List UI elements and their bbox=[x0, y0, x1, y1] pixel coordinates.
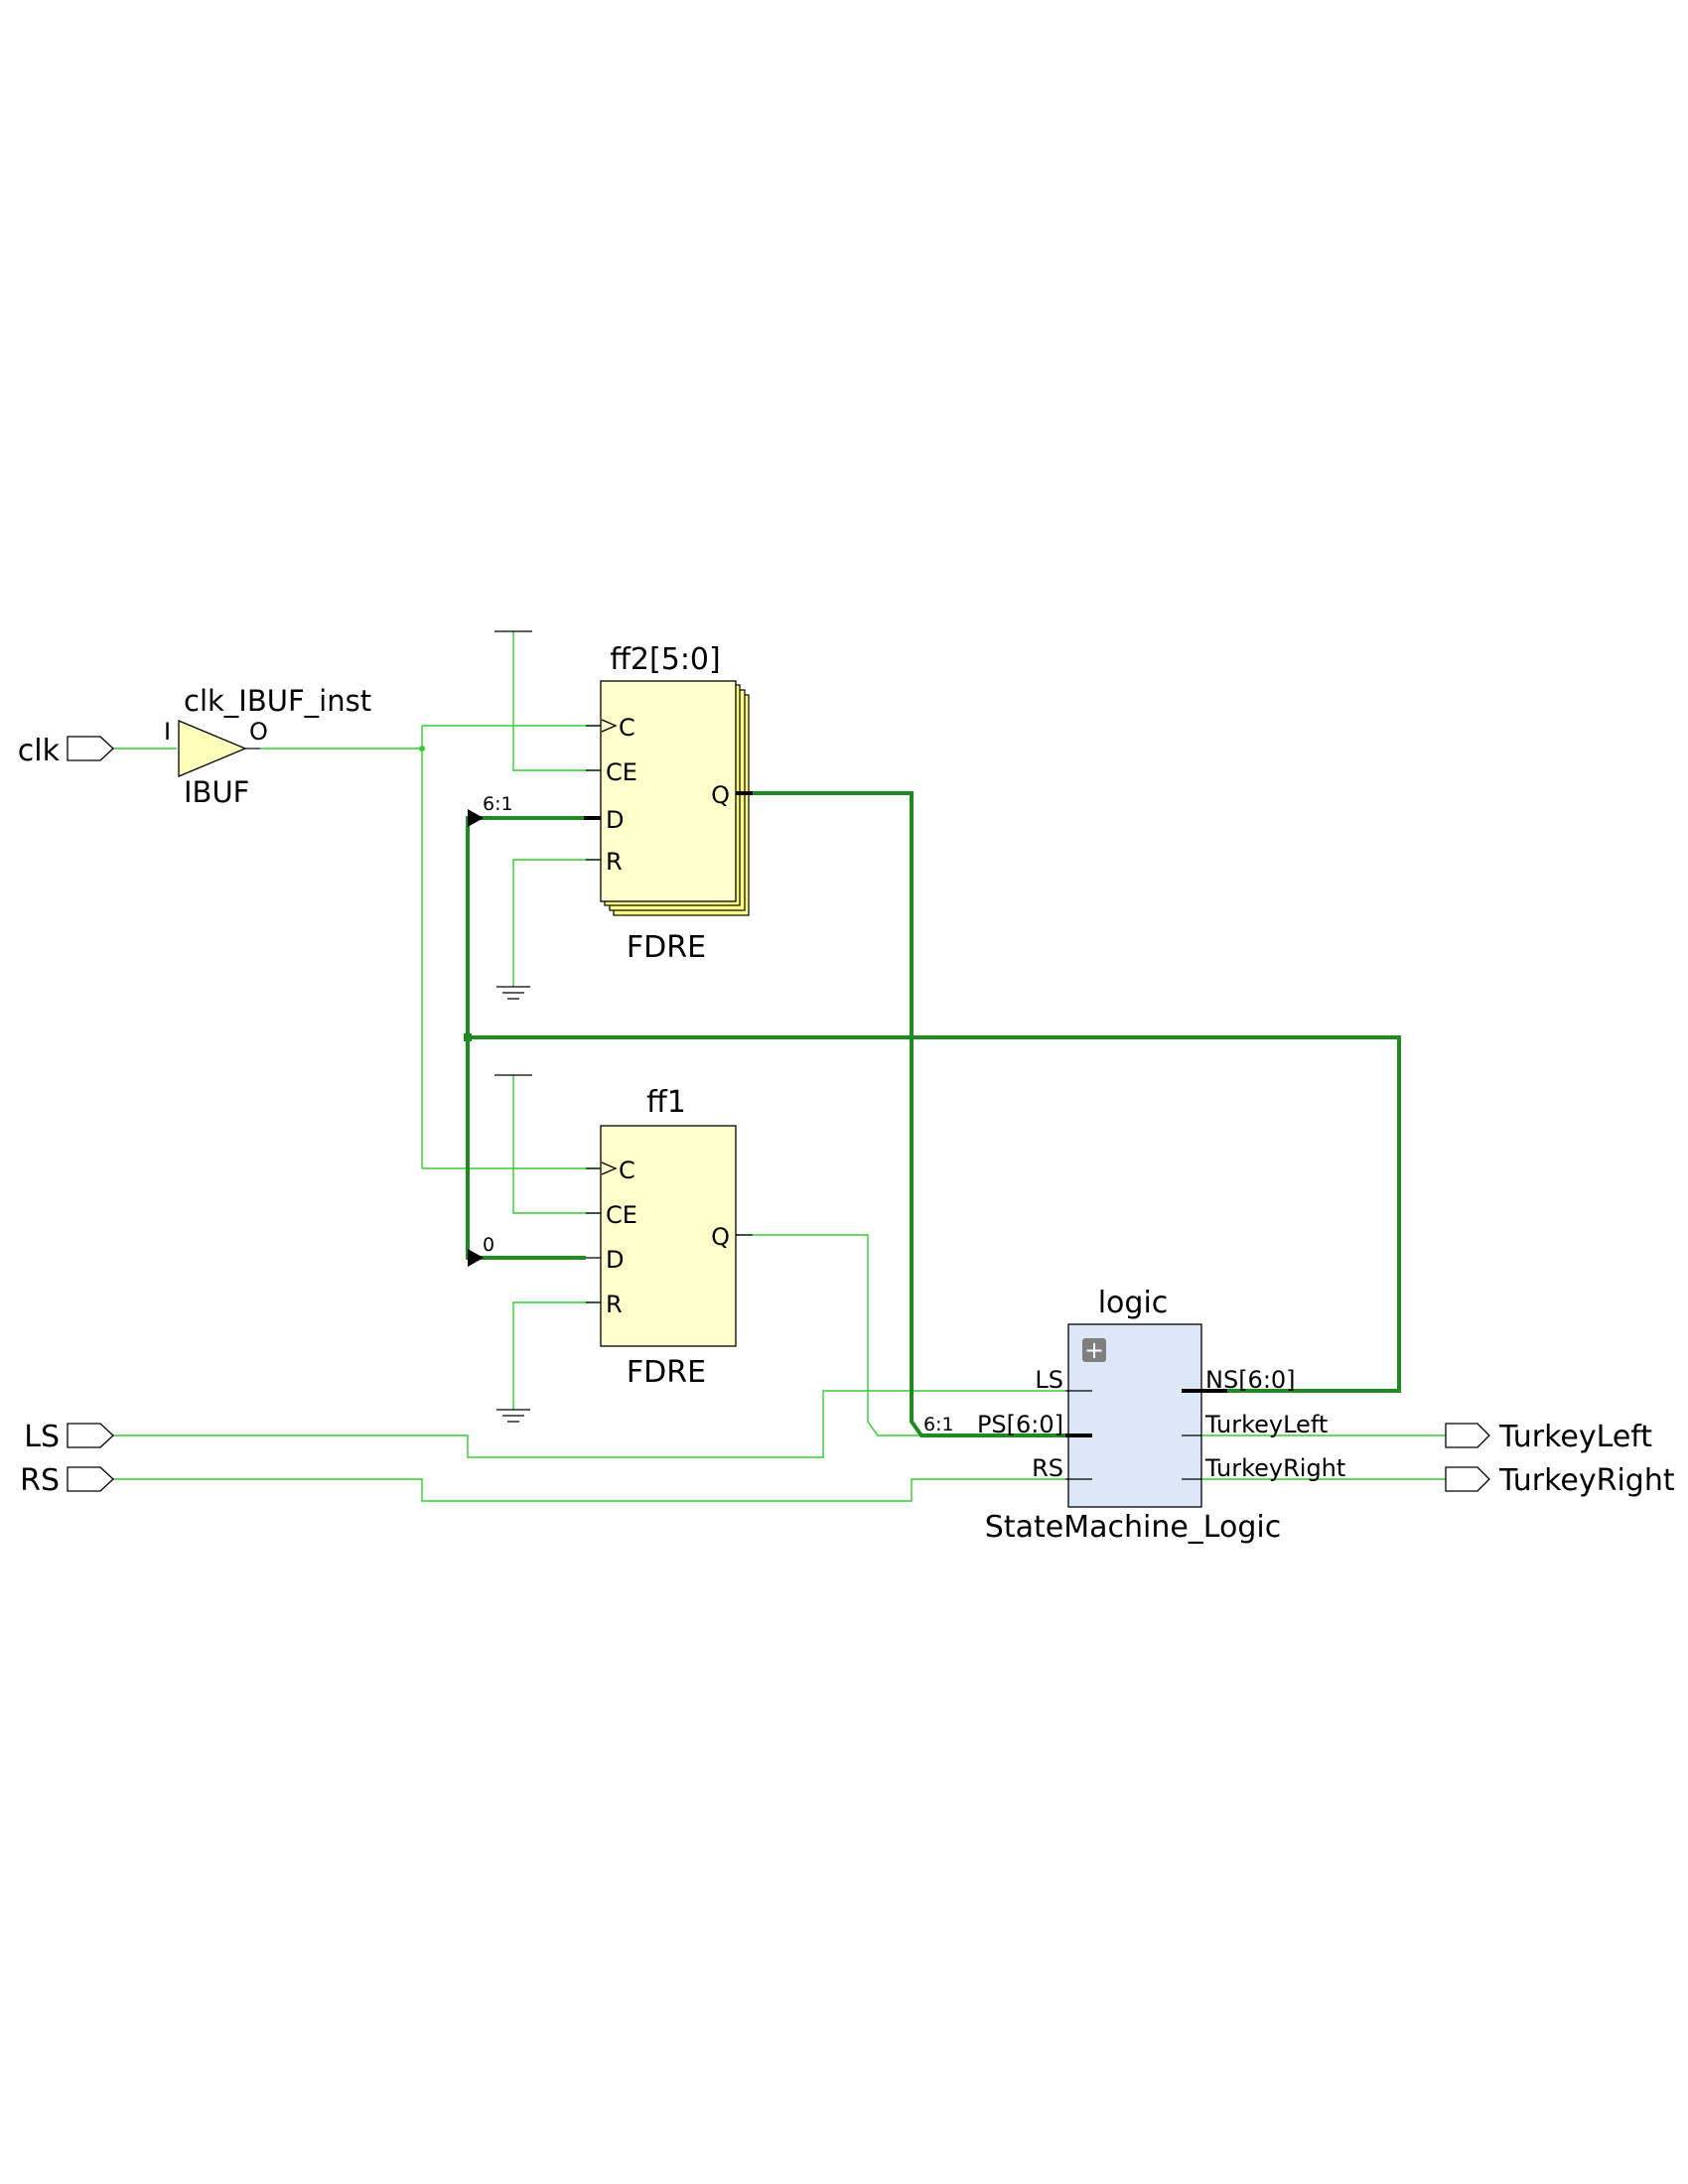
junction-clk bbox=[419, 746, 425, 751]
wire-ff1-r-gnd bbox=[512, 1301, 601, 1410]
ff1-pin-d: D bbox=[606, 1246, 624, 1274]
logic-type-name: StateMachine_Logic bbox=[985, 1510, 1281, 1545]
logic-pin-stubs bbox=[1065, 1390, 1201, 1480]
ff1-pin-r: R bbox=[606, 1291, 623, 1318]
ff1-instance-name: ff1 bbox=[646, 1085, 686, 1120]
logic-pin-ps: PS[6:0] bbox=[977, 1411, 1063, 1438]
ff2-pin-c: C bbox=[619, 714, 635, 742]
port-turkey-right-label: TurkeyRight bbox=[1498, 1463, 1675, 1498]
bus-ff2-q[interactable] bbox=[736, 791, 1065, 1437]
clock-triangle-icon bbox=[601, 1161, 618, 1175]
ff2-body bbox=[600, 680, 737, 902]
ibuf-instance-name: clk_IBUF_inst bbox=[184, 684, 371, 718]
port-rs-label: RS bbox=[20, 1463, 60, 1498]
wire-ff2-r-gnd bbox=[512, 859, 601, 987]
port-rs[interactable]: RS bbox=[20, 1463, 114, 1498]
port-ls-label: LS bbox=[24, 1420, 60, 1454]
port-ls[interactable]: LS bbox=[24, 1420, 114, 1454]
ff2-d-bus-label: 6:1 bbox=[483, 793, 513, 815]
logic-pin-rs: RS bbox=[1032, 1454, 1063, 1482]
port-clk-label: clk bbox=[18, 734, 61, 768]
output-port-icon bbox=[1445, 1423, 1490, 1448]
ff1-gnd-symbol bbox=[496, 1409, 530, 1423]
ibuf-cell[interactable]: clk_IBUF_inst I O IBUF bbox=[164, 684, 371, 809]
port-turkey-left-label: TurkeyLeft bbox=[1498, 1420, 1652, 1454]
expand-plus-icon bbox=[1082, 1338, 1106, 1362]
logic-pin-ls: LS bbox=[1035, 1366, 1063, 1394]
ff1-body bbox=[600, 1125, 737, 1347]
signal-wires bbox=[113, 631, 1446, 1502]
ibuf-pin-o: O bbox=[249, 718, 268, 746]
wire-ls[interactable] bbox=[113, 1390, 1065, 1458]
ff1-cell[interactable]: ff1 C CE D R Q FDRE bbox=[586, 1085, 753, 1390]
ff2-pin-r: R bbox=[606, 848, 623, 876]
bus-ripper-arrow-ff1 bbox=[468, 1249, 484, 1267]
wire-rs[interactable] bbox=[113, 1478, 1065, 1502]
ff2-pin-stubs bbox=[586, 725, 601, 861]
clock-triangle-icon bbox=[601, 719, 618, 733]
ff1-pin-c: C bbox=[619, 1157, 635, 1184]
ff2-cell[interactable]: ff2[5:0] C CE D R Q FDRE bbox=[584, 642, 753, 965]
wire-ff1-ce-vcc bbox=[512, 1075, 601, 1214]
input-port-icon bbox=[67, 736, 114, 761]
ff2-pin-d: D bbox=[606, 806, 624, 834]
logic-ps-bus-label: 6:1 bbox=[923, 1414, 954, 1435]
ff1-pin-stubs bbox=[586, 1167, 753, 1303]
ff1-type-name: FDRE bbox=[627, 1355, 706, 1390]
wire-clk-net[interactable] bbox=[260, 725, 601, 1169]
ibuf-pin-i: I bbox=[164, 718, 171, 746]
port-clk[interactable]: clk bbox=[18, 734, 114, 768]
bus-ripper-arrow-ff2 bbox=[468, 809, 484, 827]
output-port-icon bbox=[1445, 1466, 1490, 1492]
ibuf-type-name: IBUF bbox=[184, 775, 249, 809]
logic-pin-turkey-right: TurkeyRight bbox=[1204, 1454, 1345, 1482]
ff2-pin-ce: CE bbox=[606, 758, 637, 786]
port-turkey-left[interactable]: TurkeyLeft bbox=[1445, 1420, 1652, 1454]
ff1-pin-ce: CE bbox=[606, 1201, 637, 1229]
wire-ff2-ce-vcc bbox=[512, 631, 601, 771]
junction-bus bbox=[464, 1033, 472, 1041]
logic-cell[interactable]: logic + LS PS[6:0] RS NS[6:0] TurkeyLeft… bbox=[977, 1286, 1345, 1545]
input-port-icon bbox=[67, 1466, 114, 1492]
logic-pin-ns: NS[6:0] bbox=[1205, 1366, 1296, 1394]
expand-button[interactable]: + bbox=[1082, 1336, 1106, 1364]
ff2-instance-name: ff2[5:0] bbox=[610, 642, 720, 677]
logic-pin-turkey-left: TurkeyLeft bbox=[1204, 1411, 1328, 1438]
ff1-d-bus-label: 0 bbox=[483, 1234, 494, 1256]
ff2-gnd-symbol bbox=[496, 986, 530, 1000]
ff1-pin-q: Q bbox=[711, 1223, 730, 1251]
buffer-triangle-icon bbox=[178, 720, 247, 777]
logic-instance-name: logic bbox=[1098, 1286, 1169, 1320]
wire-ff1-q[interactable] bbox=[736, 1234, 1065, 1436]
port-turkey-right[interactable]: TurkeyRight bbox=[1445, 1463, 1675, 1498]
ff2-type-name: FDRE bbox=[627, 930, 706, 965]
ff2-pin-q: Q bbox=[711, 781, 730, 809]
expand-glyph: + bbox=[1084, 1336, 1104, 1364]
input-port-icon bbox=[67, 1423, 114, 1448]
